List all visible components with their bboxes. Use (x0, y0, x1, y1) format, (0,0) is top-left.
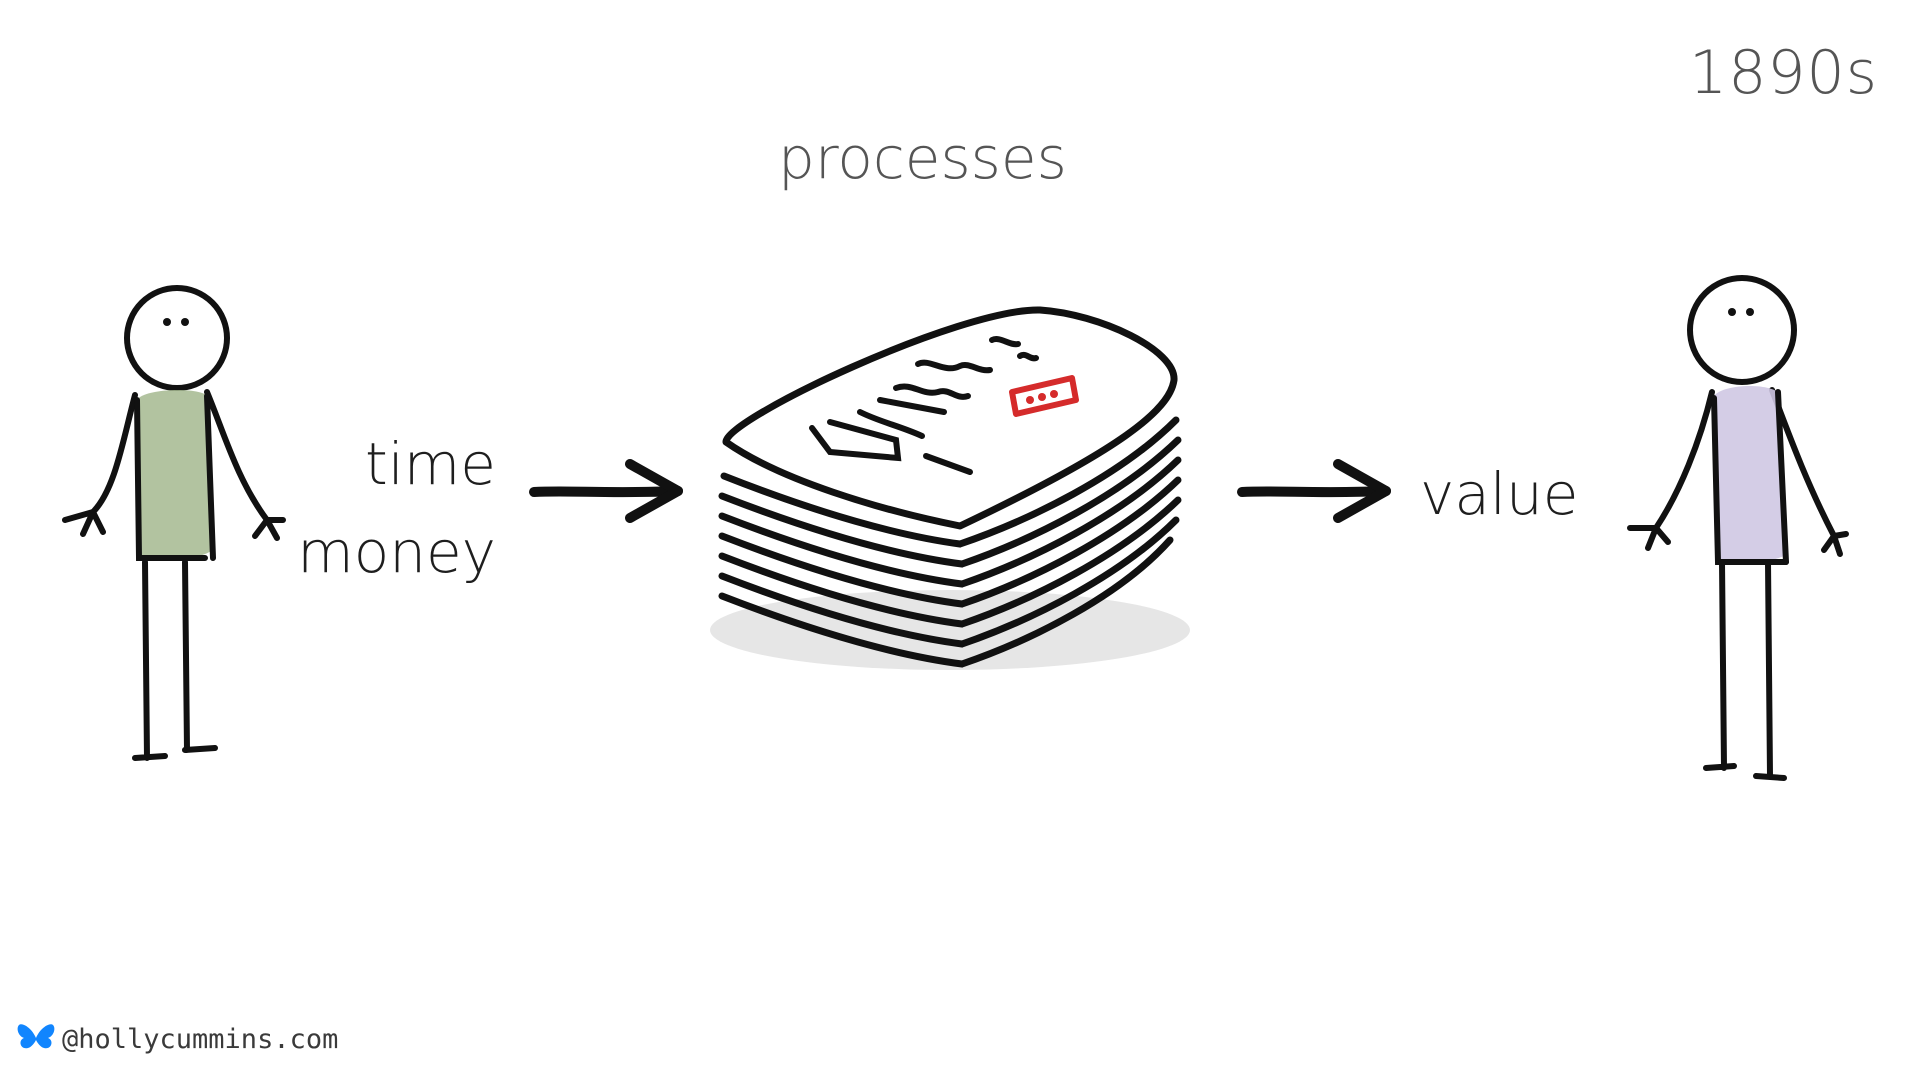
paper-stack-illustration (710, 306, 1190, 670)
input-time: time (364, 430, 496, 498)
era-label: 1890s (1689, 38, 1878, 108)
inputs-list: time money (297, 420, 496, 596)
slide-title: processes (778, 124, 1067, 192)
arrow-right-icon (529, 459, 683, 523)
footer: @hollycummins.com (16, 1022, 338, 1056)
butterfly-icon (17, 1024, 55, 1049)
author-handle: @hollycummins.com (62, 1023, 339, 1055)
output-value: value (1420, 460, 1579, 528)
arrow-right-icon (1237, 459, 1391, 523)
input-money: money (297, 518, 496, 586)
left-person-illustration (62, 285, 286, 761)
right-person-illustration (1627, 275, 1849, 781)
